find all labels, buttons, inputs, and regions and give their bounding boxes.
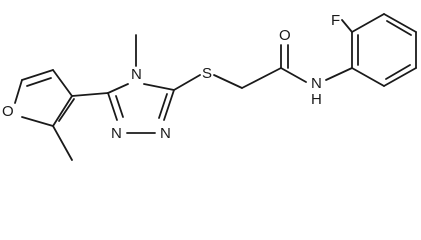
bond-s-ch2 — [213, 74, 243, 89]
bond-fur-c2-c3 — [52, 95, 73, 127]
atom-labels: F N S O N H N N O — [2, 12, 340, 142]
bonds — [14, 13, 417, 161]
bond-fur-c2-c3-double — [58, 98, 75, 122]
bond-ph-5-6 — [383, 67, 417, 87]
bond-c5-n1-double — [158, 93, 168, 119]
bond-ph-double-b — [386, 20, 412, 36]
atom-n-amide: N — [311, 75, 322, 92]
structure-canvas: F N S O N H N N O — [2, 12, 417, 161]
atom-n-triazole-1: N — [160, 125, 171, 142]
bond-n4-c5 — [143, 83, 175, 91]
bond-c3-n4 — [107, 83, 129, 94]
bond-c5-n1 — [163, 89, 175, 121]
bond-co-nh — [280, 67, 307, 83]
atom-n-methyl: N — [131, 66, 142, 83]
bond-fur-c3-c4 — [52, 69, 73, 97]
bond-ph-double-c — [385, 64, 411, 80]
atom-n-triazole-2: N — [111, 125, 122, 142]
bond-fur-c4-c5-double — [26, 77, 52, 87]
molecule-structure: F N S O N H N N O — [2, 12, 417, 161]
atom-o-carbonyl: O — [279, 27, 291, 44]
bond-fur-c5-o — [14, 79, 23, 104]
atom-s: S — [202, 65, 212, 82]
bond-fur-o-c2 — [21, 116, 54, 127]
bond-c3-furan — [71, 92, 109, 97]
bond-ch2-co — [241, 67, 282, 89]
atom-o-furan: O — [2, 103, 14, 120]
bond-ph-2-3 — [351, 13, 385, 33]
bond-ph-3-4 — [383, 13, 417, 33]
bond-n2-c3-double — [115, 95, 124, 118]
atom-h-amide: H — [311, 91, 322, 108]
bond-fur-c4-c5 — [21, 69, 54, 81]
bond-n2-c3 — [107, 92, 118, 121]
atom-f: F — [331, 12, 340, 29]
bond-nh-phenyl — [325, 67, 353, 81]
bond-fur-methyl — [52, 125, 73, 161]
bond-ph-6-1 — [351, 67, 385, 87]
bond-ph-f — [341, 19, 353, 33]
bond-c5-s — [173, 74, 201, 91]
